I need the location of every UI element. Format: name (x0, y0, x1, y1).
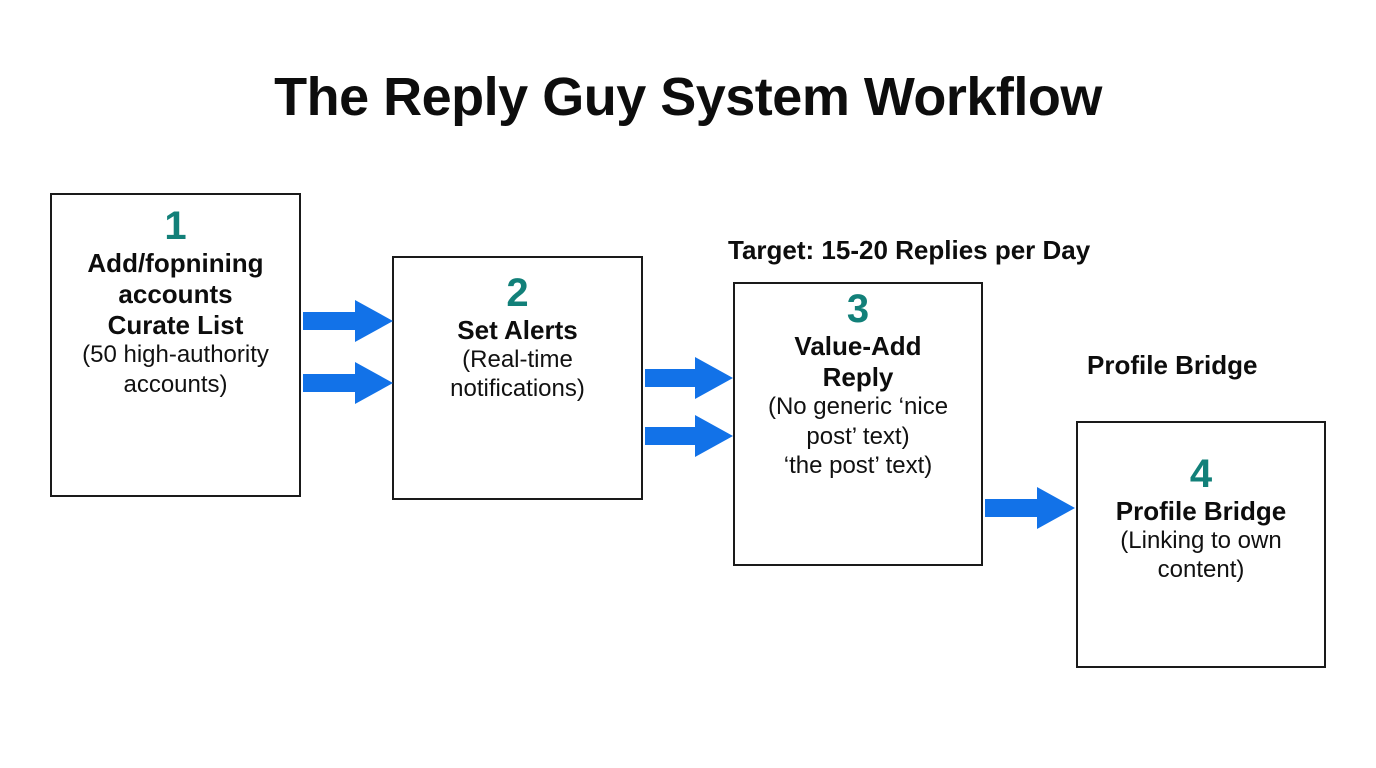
flow-node-3-sub-line3: ‘the post’ text) (783, 451, 933, 479)
arrow-node1-to-node2-lower (303, 362, 393, 404)
page-title: The Reply Guy System Workflow (274, 67, 1102, 127)
flow-node-3-sub-line2: post’ text) (806, 422, 910, 450)
flow-node-4-title-line1: Profile Bridge (1115, 496, 1287, 526)
flow-node-2-sub-line2: notifications) (450, 375, 585, 403)
flow-node-3-sub-line1: (No generic ‘nice (767, 393, 949, 421)
arrow-node1-to-node2-upper (303, 300, 393, 342)
arrow-node2-to-node3-lower (645, 415, 733, 457)
flow-node-1-number: 1 (164, 204, 187, 248)
flow-node-3-title-line2: Reply (822, 362, 894, 393)
flow-node-2-sub-line1: (Real-time (462, 346, 573, 374)
flow-node-2-title-line1: Set Alerts (457, 315, 578, 345)
flow-node-3[interactable]: 3 Value-Add Reply (No generic ‘nice post… (733, 282, 983, 566)
flow-node-2-number: 2 (506, 271, 529, 315)
arrow-node2-to-node3-upper (645, 357, 733, 399)
flow-node-4-sub-line1: (Linking to own (1120, 527, 1282, 555)
flow-node-1-title-line3: Curate List (107, 310, 244, 341)
flow-node-3-title-line1: Value-Add (794, 331, 922, 361)
flow-node-1[interactable]: 1 Add/fopnining accounts Curate List (50… (50, 193, 301, 497)
flow-node-3-number: 3 (846, 287, 870, 331)
label-target-replies: Target: 15-20 Replies per Day (728, 235, 1091, 265)
flow-node-1-sub-line2: accounts) (123, 370, 228, 398)
flow-node-1-title-line1: Add/fopnining (87, 248, 264, 278)
flow-node-1-sub-line1: (50 high-authority (82, 341, 269, 369)
flow-node-4-number: 4 (1189, 452, 1213, 496)
flow-node-2[interactable]: 2 Set Alerts (Real-time notifications) (392, 256, 643, 500)
flow-node-4[interactable]: 4 Profile Bridge (Linking to own content… (1076, 421, 1326, 668)
label-profile-bridge: Profile Bridge (1087, 350, 1258, 380)
arrow-node3-to-node4 (985, 487, 1075, 529)
flow-node-4-sub-line2: content) (1157, 556, 1245, 584)
flow-node-1-title-line2: accounts (118, 279, 233, 310)
